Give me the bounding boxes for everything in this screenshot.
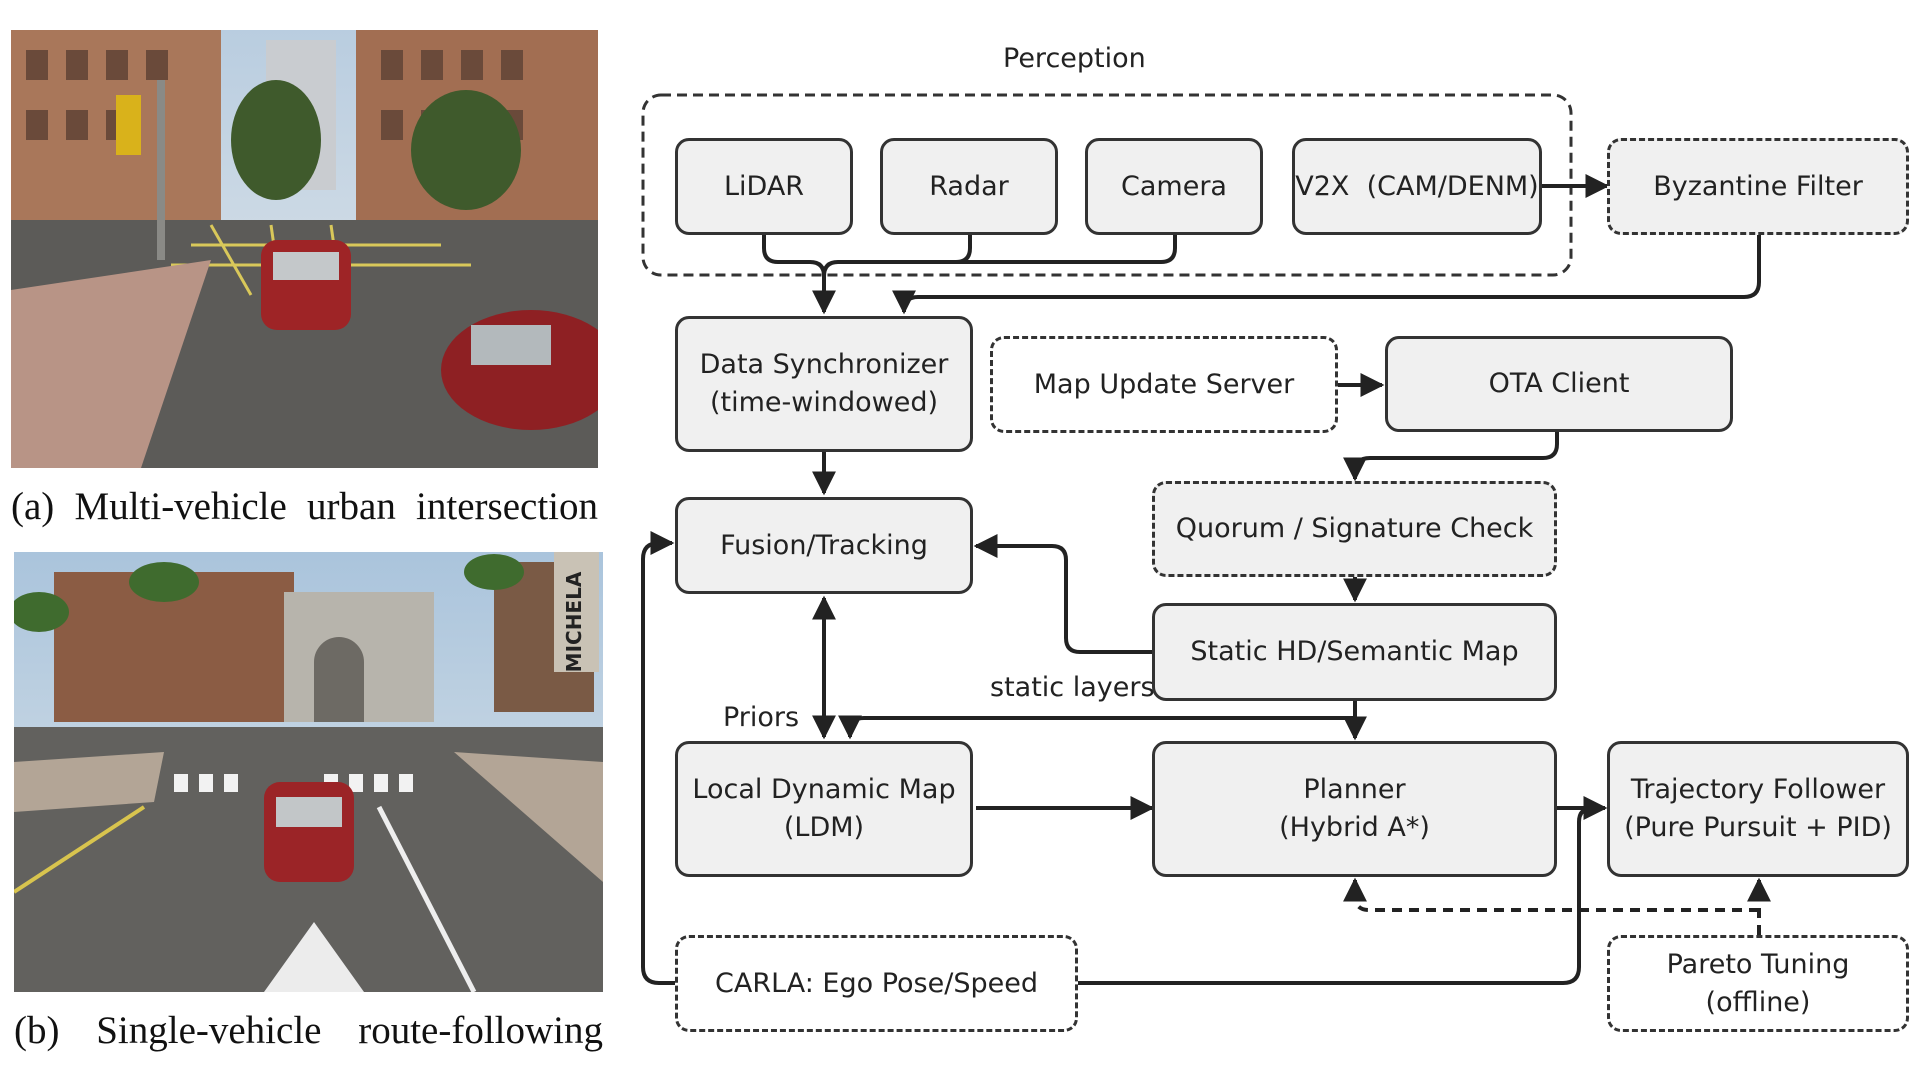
caption-a: (a) Multi-vehicle urban intersection (11, 484, 598, 529)
fusion-tracking-label: Fusion/Tracking (720, 529, 928, 561)
staticmap-to-fusion-arrow (973, 534, 1152, 654)
byzantine-to-sync-arrow (892, 235, 1761, 315)
v2x-label: V2X (CAM/DENM) (1295, 170, 1539, 202)
fusion-tracking-box: Fusion/Tracking (675, 497, 973, 594)
priors-label: Priors (723, 702, 800, 733)
caption-b-word: (b) (14, 1009, 60, 1052)
trajectory-follower-subtitle: (Pure Pursuit + PID) (1624, 812, 1892, 843)
v2x-box: V2X (CAM/DENM) (1292, 138, 1542, 235)
ldm-title: Local Dynamic Map (692, 774, 956, 806)
caption-b-word: Single-vehicle (96, 1009, 322, 1052)
trajectory-follower-box: Trajectory Follower (Pure Pursuit + PID) (1607, 741, 1909, 877)
pareto-tuning-label: Pareto Tuning (offline) (1666, 948, 1850, 1018)
ota-to-quorum-arrow (1343, 432, 1559, 482)
data-synchronizer-box: Data Synchronizer (time-windowed) (675, 316, 973, 452)
static-layers-to-ldm-arrow (838, 715, 1355, 740)
ldm-subtitle: (LDM) (783, 812, 865, 843)
carla-ego-box: CARLA: Ego Pose/Speed (675, 935, 1078, 1032)
caption-b-word: route-following (358, 1009, 603, 1052)
ldm-box: Local Dynamic Map (LDM) (675, 741, 973, 877)
radar-label: Radar (929, 170, 1009, 202)
camera-to-sync-line (838, 235, 1177, 264)
ota-client-box: OTA Client (1385, 336, 1733, 432)
carla-to-trajectory-line (1078, 806, 1594, 985)
static-map-box: Static HD/Semantic Map (1152, 603, 1557, 701)
map-update-server-label: Map Update Server (1033, 368, 1295, 400)
pareto-to-planner-arrow (1343, 877, 1759, 912)
quorum-signature-box: Quorum / Signature Check (1152, 481, 1557, 577)
static-map-label: Static HD/Semantic Map (1190, 636, 1519, 668)
lidar-box: LiDAR (675, 138, 853, 235)
planner-box: Planner (Hybrid A*) (1152, 741, 1557, 877)
camera-box: Camera (1085, 138, 1263, 235)
caption-a-word: (a) (11, 485, 55, 528)
caption-b: (b) Single-vehicle route-following (14, 1008, 603, 1053)
pareto-tuning-box: Pareto Tuning (offline) (1607, 935, 1909, 1032)
camera-label: Camera (1121, 170, 1227, 202)
planner-title: Planner (1303, 774, 1406, 806)
byzantine-filter-box: Byzantine Filter (1607, 138, 1909, 235)
carla-to-fusion-arrow (641, 531, 675, 985)
ota-client-label: OTA Client (1488, 368, 1630, 400)
caption-a-word: urban (307, 485, 396, 528)
carla-ego-label: CARLA: Ego Pose/Speed (715, 967, 1038, 999)
planner-subtitle: (Hybrid A*) (1279, 812, 1430, 843)
radar-to-sync-line (822, 235, 972, 277)
trajectory-follower-title: Trajectory Follower (1630, 774, 1886, 806)
photo-route-following: MICHELA (14, 552, 603, 992)
photo-urban-intersection (11, 30, 598, 468)
caption-a-word: intersection (416, 485, 598, 528)
data-synchronizer-title: Data Synchronizer (699, 349, 949, 381)
banner-sign-text: MICHELA (562, 571, 586, 672)
byzantine-filter-label: Byzantine Filter (1653, 170, 1863, 202)
quorum-signature-label: Quorum / Signature Check (1175, 513, 1534, 545)
lidar-label: LiDAR (723, 170, 805, 202)
data-synchronizer-subtitle: (time-windowed) (710, 387, 938, 418)
radar-box: Radar (880, 138, 1058, 235)
map-update-server-box: Map Update Server (990, 336, 1338, 433)
caption-a-word: Multi-vehicle (74, 485, 287, 528)
perception-group-label: Perception (1003, 43, 1146, 74)
static-layers-label: static layers (990, 672, 1155, 703)
